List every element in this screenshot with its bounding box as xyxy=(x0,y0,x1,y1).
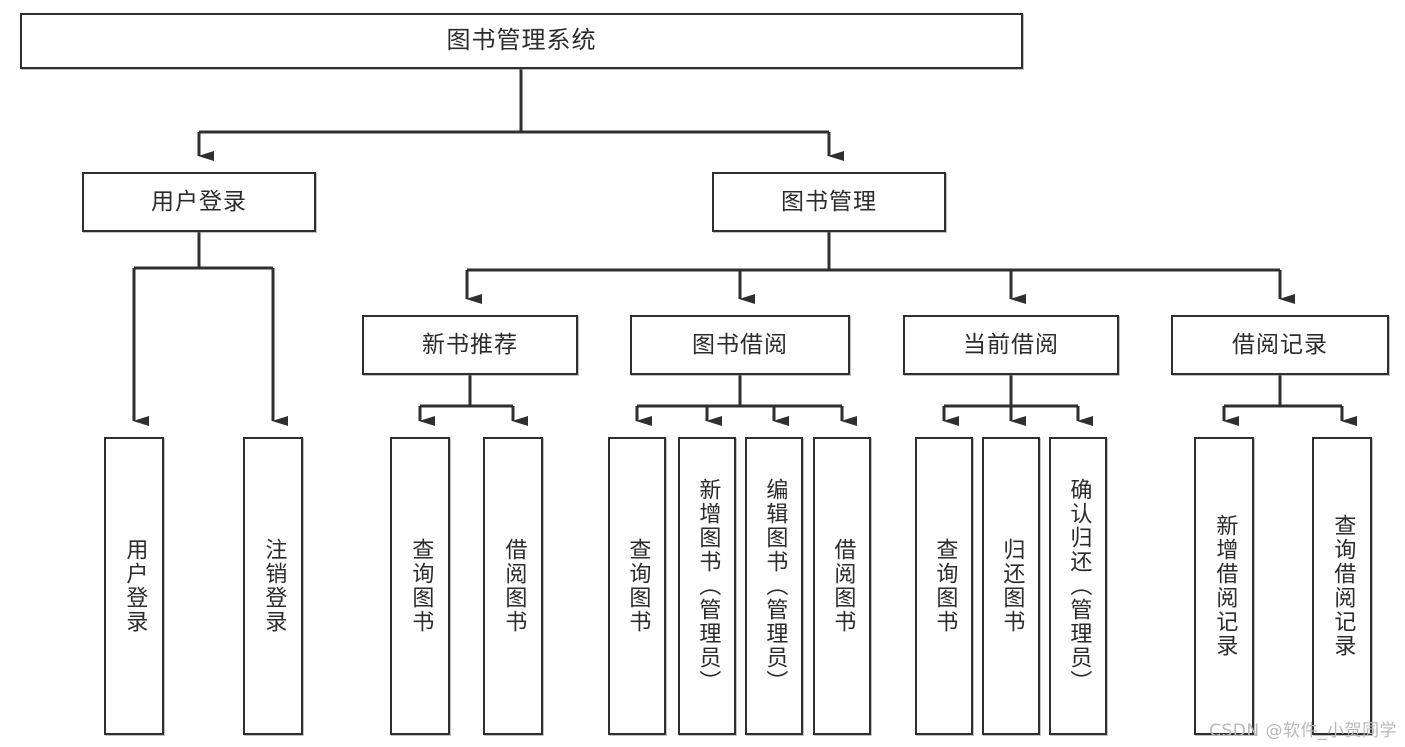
node-leaf-logout-label: 注销登录 xyxy=(261,538,287,634)
node-leaf-return-book[interactable]: 归还图书 xyxy=(982,437,1040,735)
node-borrow-record-label: 借阅记录 xyxy=(1232,331,1328,358)
node-new-book-recommend[interactable]: 新书推荐 xyxy=(362,315,578,375)
node-book-borrow[interactable]: 图书借阅 xyxy=(630,315,850,375)
node-leaf-query-book-recommend-label: 查询图书 xyxy=(408,538,434,634)
node-leaf-borrow-book[interactable]: 借阅图书 xyxy=(813,437,871,735)
node-leaf-query-book[interactable]: 查询图书 xyxy=(608,437,666,735)
node-leaf-borrow-book-recommend-label: 借阅图书 xyxy=(501,538,527,634)
node-leaf-user-login[interactable]: 用户登录 xyxy=(104,437,164,735)
node-leaf-return-book-label: 归还图书 xyxy=(999,538,1025,634)
node-leaf-add-borrow-record-label: 新增借阅记录 xyxy=(1212,514,1238,658)
node-current-borrow[interactable]: 当前借阅 xyxy=(903,315,1119,375)
node-leaf-user-login-label: 用户登录 xyxy=(122,538,148,634)
node-leaf-edit-book[interactable]: 编辑图书（管理员） xyxy=(745,437,803,735)
node-leaf-query-borrow-record[interactable]: 查询借阅记录 xyxy=(1312,437,1372,735)
node-leaf-confirm-return[interactable]: 确认归还（管理员） xyxy=(1049,437,1107,735)
node-leaf-query-book-current[interactable]: 查询图书 xyxy=(915,437,973,735)
node-leaf-borrow-book-recommend[interactable]: 借阅图书 xyxy=(483,437,543,735)
node-book-manage[interactable]: 图书管理 xyxy=(712,172,946,232)
node-leaf-query-book-current-label: 查询图书 xyxy=(932,538,958,634)
node-root-system-label: 图书管理系统 xyxy=(446,26,597,55)
node-leaf-borrow-book-label: 借阅图书 xyxy=(830,538,856,634)
node-borrow-record[interactable]: 借阅记录 xyxy=(1171,315,1389,375)
node-book-manage-label: 图书管理 xyxy=(781,188,877,215)
node-leaf-add-book[interactable]: 新增图书（管理员） xyxy=(678,437,736,735)
node-root-system[interactable]: 图书管理系统 xyxy=(20,13,1023,69)
node-leaf-edit-book-label: 编辑图书（管理员） xyxy=(762,478,788,694)
node-leaf-add-book-label: 新增图书（管理员） xyxy=(695,478,721,694)
node-leaf-add-borrow-record[interactable]: 新增借阅记录 xyxy=(1194,437,1254,735)
node-book-borrow-label: 图书借阅 xyxy=(692,331,788,358)
node-current-borrow-label: 当前借阅 xyxy=(963,331,1059,358)
node-user-login-label: 用户登录 xyxy=(151,188,247,215)
node-leaf-logout[interactable]: 注销登录 xyxy=(243,437,303,735)
node-leaf-query-book-label: 查询图书 xyxy=(625,538,651,634)
node-leaf-query-book-recommend[interactable]: 查询图书 xyxy=(390,437,450,735)
node-user-login[interactable]: 用户登录 xyxy=(82,172,316,232)
node-new-book-recommend-label: 新书推荐 xyxy=(422,331,518,358)
node-leaf-confirm-return-label: 确认归还（管理员） xyxy=(1066,478,1092,694)
node-leaf-query-borrow-record-label: 查询借阅记录 xyxy=(1330,514,1356,658)
